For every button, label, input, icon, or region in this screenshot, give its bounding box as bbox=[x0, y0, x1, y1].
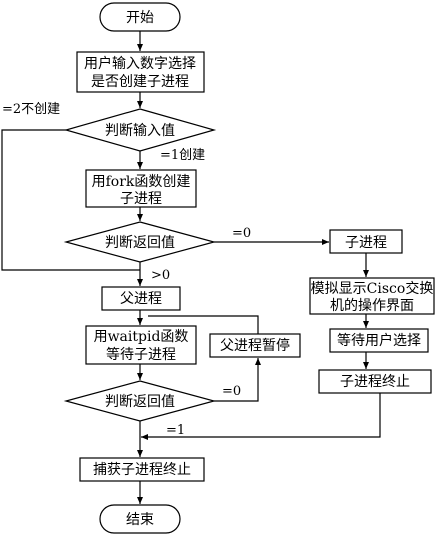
edge-label-gt0: >0 bbox=[151, 268, 170, 283]
input-label-2: 是否创建子进程 bbox=[91, 74, 189, 90]
wait-user-box bbox=[329, 328, 429, 353]
fork-label-2: 子进程 bbox=[120, 191, 162, 207]
end-terminal bbox=[99, 504, 181, 534]
end-label: 结束 bbox=[126, 512, 154, 528]
child-end-box bbox=[318, 369, 432, 394]
start-label: 开始 bbox=[126, 10, 154, 26]
edge-pause-waitpid bbox=[148, 315, 259, 334]
edge-label-eq0-child: =0 bbox=[232, 226, 251, 241]
wait-user-label: 等待用户选择 bbox=[337, 332, 421, 349]
judge-return1-label: 判断返回值 bbox=[105, 235, 175, 251]
waitpid-label-1: 用waitpid函数 bbox=[94, 329, 189, 345]
fork-box bbox=[85, 169, 197, 208]
parent-pause-label: 父进程暂停 bbox=[220, 337, 290, 354]
edge-label-create: =1创建 bbox=[160, 148, 205, 163]
child-end-label: 子进程终止 bbox=[340, 374, 410, 390]
parent-pause-box bbox=[209, 333, 301, 358]
waitpid-label-2: 等待子进程 bbox=[106, 346, 176, 363]
parent-box bbox=[101, 286, 181, 311]
child-label: 子进程 bbox=[345, 235, 387, 251]
edge-no-create bbox=[1, 129, 140, 271]
capture-label: 捕获子进程终止 bbox=[93, 462, 191, 478]
input-label-1: 用户输入数字选择 bbox=[84, 55, 196, 72]
simulate-label-1: 模拟显示Cisco交换 bbox=[311, 280, 434, 297]
judge-return2-label: 判断返回值 bbox=[105, 394, 175, 410]
edge-label-no-create: =2不创建 bbox=[2, 102, 60, 117]
parent-label: 父进程 bbox=[120, 291, 162, 307]
simulate-label-2: 机的操作界面 bbox=[330, 298, 414, 314]
simulate-box bbox=[309, 277, 435, 315]
edge-childend-merge bbox=[141, 393, 381, 440]
edge-label-eq0-pause: =0 bbox=[222, 384, 241, 399]
fork-label-1: 用fork函数创建 bbox=[92, 174, 191, 190]
waitpid-box bbox=[85, 325, 197, 365]
edge-label-eq1-capture: =1 bbox=[166, 423, 185, 438]
judge-input-label: 判断输入值 bbox=[105, 123, 175, 139]
capture-box bbox=[79, 457, 205, 482]
edge-judge3-pause bbox=[214, 358, 261, 402]
